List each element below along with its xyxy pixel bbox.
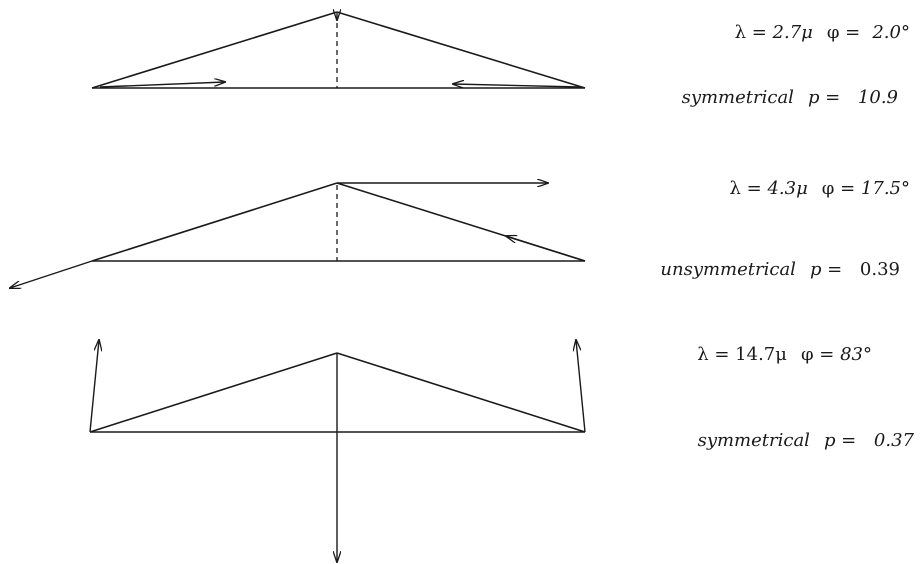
case-3-symmetry: symmetrical bbox=[697, 430, 810, 451]
mode-3-left-up-arrow bbox=[89, 340, 99, 433]
mode-3-right-arm bbox=[336, 352, 586, 433]
mode-1-right-arm bbox=[336, 11, 586, 89]
case-2-symmetry: unsymmetrical bbox=[660, 259, 796, 280]
case-3-phi-label: φ = bbox=[800, 344, 841, 365]
case-2-p-label: p = bbox=[809, 259, 848, 280]
mode-2-right-arrow bbox=[506, 236, 586, 262]
case-2-phi-label: φ = bbox=[821, 178, 861, 199]
case-1-symmetry: symmetrical bbox=[681, 87, 794, 108]
case-2-phi-value: 17.5° bbox=[860, 178, 910, 199]
case-1-lambda-label: λ = bbox=[734, 22, 773, 43]
case-1-phi-label: φ = bbox=[826, 22, 866, 43]
case-1-p-value: 10.9 bbox=[857, 87, 898, 108]
case-2-p-value: 0.39 bbox=[859, 259, 900, 280]
case-1-lambda-phi: λ = 2.7μ φ = 2.0° bbox=[735, 22, 910, 43]
case-3-p-value: 0.37 bbox=[873, 430, 914, 451]
case-2-symmetry-p: unsymmetrical p = 0.39 bbox=[660, 259, 900, 280]
case-3-lambda-value: 14.7μ bbox=[735, 344, 787, 365]
case-3-lambda-phi: λ = 14.7μ φ = 83° bbox=[697, 344, 872, 365]
case-1-lambda-value: 2.7μ bbox=[772, 22, 813, 43]
mode-3-left-arm bbox=[89, 352, 338, 433]
mode-3-right-up-arrow bbox=[576, 340, 586, 433]
case-2-lambda-value: 4.3μ bbox=[767, 178, 808, 199]
mode-1-left-arm bbox=[91, 11, 338, 89]
case-1-p-label: p = bbox=[807, 87, 846, 108]
mode-diagram-1 bbox=[91, 11, 586, 89]
mode-1-left-arrow bbox=[99, 82, 225, 88]
mode-diagram-2 bbox=[10, 182, 586, 288]
case-3-phi-value: 83° bbox=[840, 344, 872, 365]
mode-2-left-arrow bbox=[10, 260, 93, 288]
mode-2-left-arm bbox=[91, 182, 338, 262]
case-1-symmetry-p: symmetrical p = 10.9 bbox=[682, 87, 898, 108]
case-1-phi-value: 2.0° bbox=[872, 22, 910, 43]
case-2-lambda-label: λ = bbox=[729, 178, 768, 199]
case-3-lambda-label: λ = bbox=[697, 344, 736, 365]
case-3-p-label: p = bbox=[823, 430, 862, 451]
case-3-symmetry-p: symmetrical p = 0.37 bbox=[698, 430, 914, 451]
mode-diagram-3 bbox=[89, 340, 586, 562]
mode-1-right-arrow bbox=[453, 84, 581, 87]
case-2-lambda-phi: λ = 4.3μ φ = 17.5° bbox=[730, 178, 910, 199]
